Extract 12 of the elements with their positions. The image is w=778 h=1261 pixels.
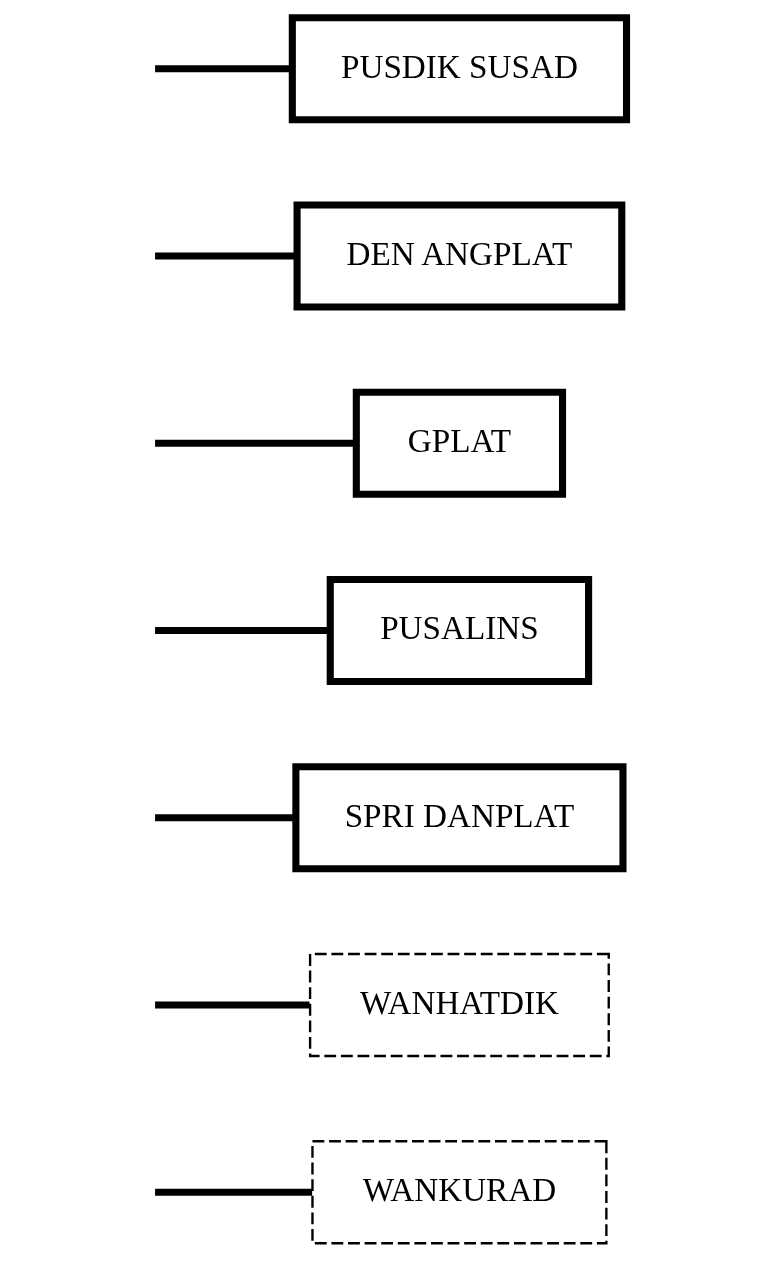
connector (154, 252, 296, 260)
connector (154, 814, 296, 822)
node-box: PUSDIK SUSAD (288, 14, 630, 124)
node-box: PUSALINS (326, 576, 592, 685)
connector (154, 439, 356, 447)
node-box: GPLAT (352, 388, 566, 498)
connector (154, 65, 292, 73)
connector (154, 626, 329, 635)
node-box: SPRI DANPLAT (291, 763, 626, 873)
node-box: DEN ANGPLAT (293, 201, 625, 311)
node-box: WANKURAD (310, 1140, 608, 1245)
node-box: WANHATDIK (308, 952, 610, 1058)
